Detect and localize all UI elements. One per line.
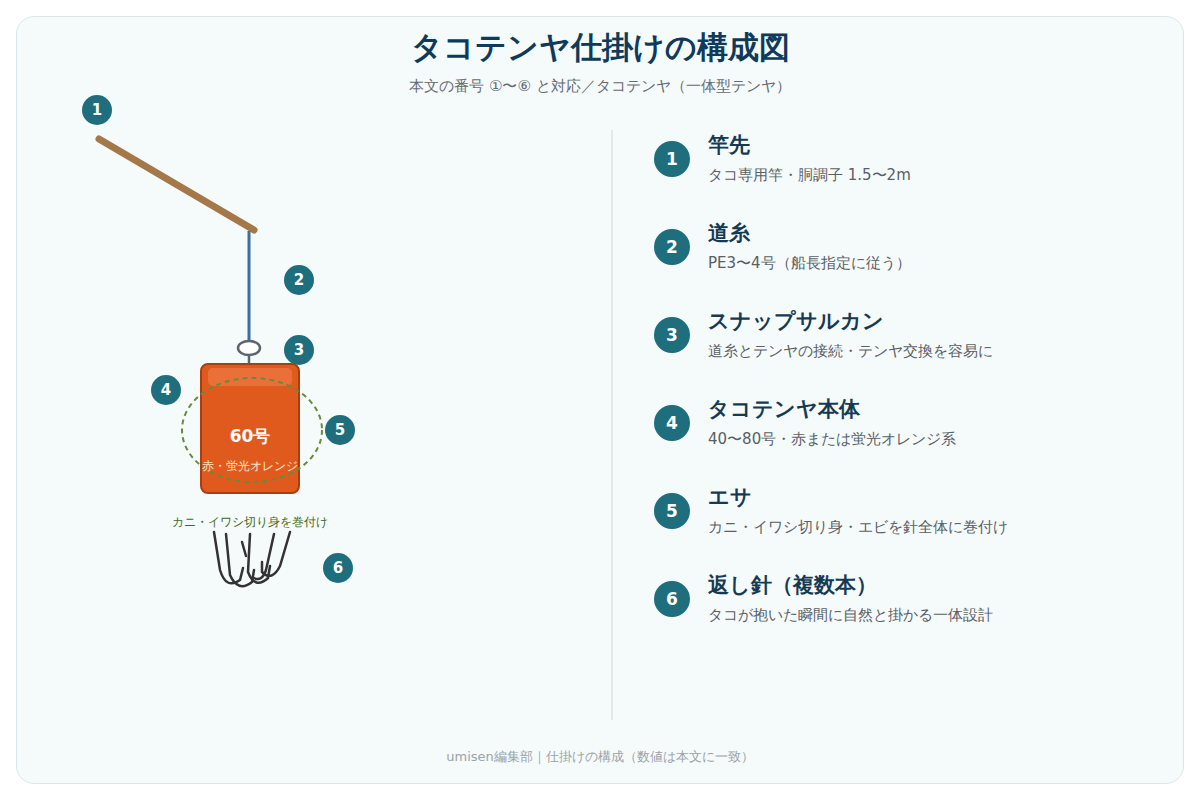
callout-text: 5: [335, 421, 345, 439]
item-number: 4: [654, 405, 690, 441]
subtitle: 本文の番号 ①〜⑥ と対応／タコテンヤ（一体型テンヤ）: [409, 77, 790, 96]
callout-text: 6: [333, 559, 343, 577]
snap-swivel: [238, 341, 260, 355]
legend-item: 1竿先タコ専用竿・胴調子 1.5〜2m: [654, 141, 1124, 201]
weight-label: 60号: [202, 425, 298, 448]
title: タコテンヤ仕掛けの構成図: [411, 27, 790, 69]
tenya-body: 60号赤・蛍光オレンジ: [200, 363, 300, 494]
callout-number: 6: [323, 553, 353, 583]
legend-item: 6返し針（複数本）タコが抱いた瞬間に自然と掛かる一体設計: [654, 581, 1124, 641]
legend-item: 4タコテンヤ本体40〜80号・赤または蛍光オレンジ系: [654, 405, 1124, 465]
callout-number: 4: [151, 375, 181, 405]
item-description: PE3〜4号（船長指定に従う）: [708, 254, 911, 273]
item-number: 3: [654, 317, 690, 353]
callout-text: 1: [92, 101, 102, 119]
item-number: 2: [654, 229, 690, 265]
callout-number: 3: [284, 335, 314, 365]
item-description: タコが抱いた瞬間に自然と掛かる一体設計: [708, 606, 993, 625]
item-heading: タコテンヤ本体: [708, 395, 860, 423]
item-heading: エサ: [708, 483, 752, 511]
item-description: 40〜80号・赤または蛍光オレンジ系: [708, 430, 956, 449]
item-number: 6: [654, 581, 690, 617]
callout-number: 5: [325, 415, 355, 445]
legend-item: 2道糸PE3〜4号（船長指定に従う）: [654, 229, 1124, 289]
item-heading: 道糸: [708, 219, 750, 247]
callout-text: 3: [294, 341, 304, 359]
callout-text: 2: [294, 271, 304, 289]
main-line: [248, 231, 251, 341]
callout-number: 2: [284, 265, 314, 295]
legend-item: 3スナップサルカン道糸とテンヤの接続・テンヤ交換を容易に: [654, 317, 1124, 377]
divider: [611, 130, 613, 720]
item-description: 道糸とテンヤの接続・テンヤ交換を容易に: [708, 342, 993, 361]
color-label: 赤・蛍光オレンジ: [202, 458, 298, 475]
item-heading: 竿先: [708, 131, 750, 159]
item-description: タコ専用竿・胴調子 1.5〜2m: [708, 166, 911, 185]
item-heading: 返し針（複数本）: [708, 571, 877, 599]
item-number: 1: [654, 141, 690, 177]
legend-item: 5エサカニ・イワシ切り身・エビを針全体に巻付け: [654, 493, 1124, 553]
caption: umisen編集部｜仕掛けの構成（数値は本文に一致）: [446, 748, 754, 766]
callout-text: 4: [161, 381, 171, 399]
item-description: カニ・イワシ切り身・エビを針全体に巻付け: [708, 518, 1008, 537]
background-panel: [16, 16, 1184, 784]
hooks: [214, 532, 290, 586]
item-heading: スナップサルカン: [708, 307, 884, 335]
callout-number: 1: [82, 95, 112, 125]
bait-label: カニ・イワシ切り身を巻付け: [172, 514, 328, 531]
rod-tip: [99, 139, 254, 230]
item-number: 5: [654, 493, 690, 529]
